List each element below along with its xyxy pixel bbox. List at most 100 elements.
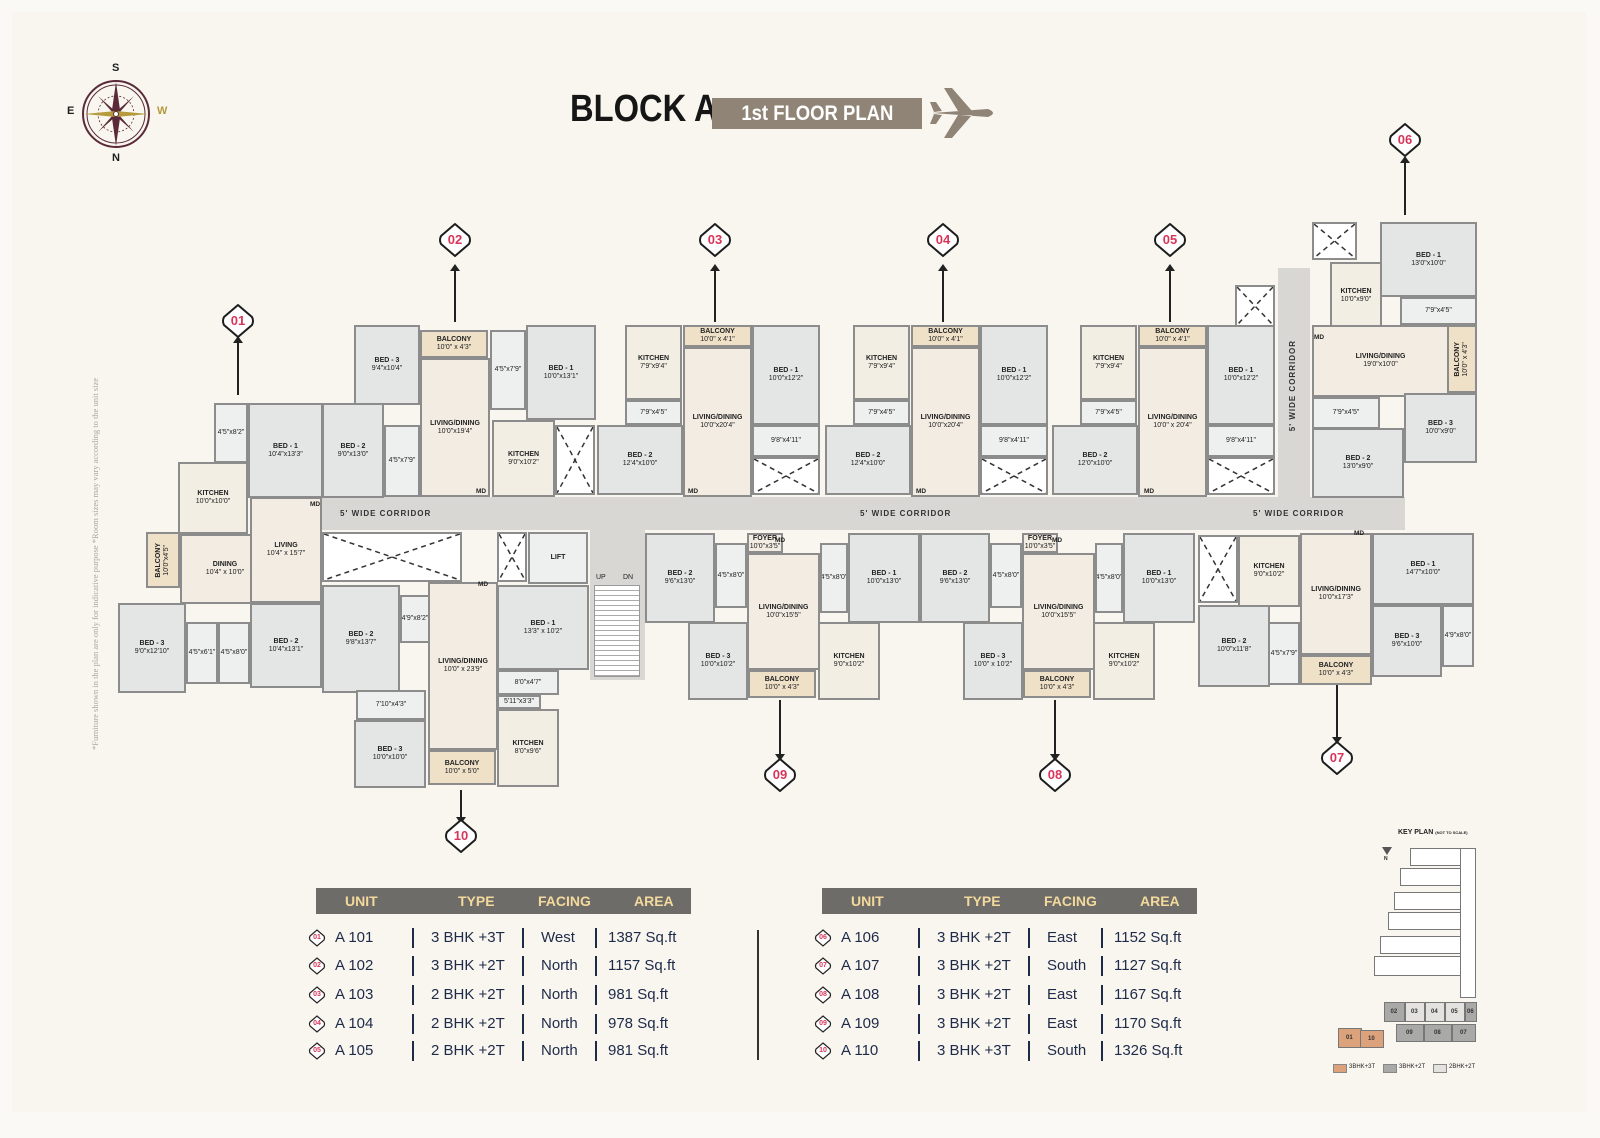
room-dimensions: 7'10"x4'3" (375, 701, 407, 708)
room-name: BED - 3 (980, 653, 1006, 660)
room-name: LIVING/DINING (692, 414, 743, 421)
column-separator (595, 928, 597, 948)
unit-marker-01[interactable]: 01 (220, 303, 256, 339)
room-dimensions: 10'0" x 4'1" (700, 336, 735, 343)
room-name: LIVING/DINING (1033, 603, 1084, 611)
stair-up-label: UP (596, 574, 606, 581)
cell-facing: East (1047, 986, 1078, 1003)
room-dimensions: 10'0"x13'1" (543, 372, 579, 380)
unit-marker-04[interactable]: 04 (925, 222, 961, 258)
unit-marker-06[interactable]: 06 (1387, 122, 1423, 158)
cell-type: 3 BHK +3T (431, 929, 505, 946)
compass-icon (66, 62, 166, 166)
unit-number: 10 (819, 1047, 827, 1054)
room-dimensions: 10'4" x 15'7" (266, 550, 306, 557)
room-dimensions: 10'0" x 5'0" (444, 767, 480, 775)
cell-unit: A 105 (335, 1042, 374, 1059)
room-dimensions: 10'0"x9'0" (1340, 296, 1372, 303)
unit-marker-08[interactable]: 08 (1037, 757, 1073, 793)
room-name: BED - 2 (1221, 638, 1247, 645)
room-name: FOYER (1027, 535, 1053, 542)
key-plan-unit-label: 03 (1411, 1009, 1418, 1015)
header-area: AREA (634, 893, 674, 909)
room-dimensions: 4'5"x7'9" (388, 457, 416, 464)
unit-marker-09[interactable]: 09 (762, 757, 798, 793)
room-dimensions: 9'8"x4'11" (998, 437, 1030, 444)
open-shaft (752, 457, 820, 495)
unit-marker-02[interactable]: 02 (437, 222, 473, 258)
room-dimensions: 10'0"x13'0" (1141, 578, 1177, 585)
room: 9'8"x4'11" (1207, 425, 1275, 457)
open-shaft (1312, 222, 1357, 260)
room-text: 4'5"x8'0" (822, 574, 846, 582)
room-text: 7'9"x4'5" (868, 409, 895, 417)
north-arrow-icon (1382, 847, 1392, 855)
cell-facing: South (1047, 1042, 1087, 1059)
room-dimensions: 4'5"x7'9" (1270, 649, 1298, 657)
main-door-label: MD (775, 537, 786, 544)
cell-area: 1387 Sq.ft (608, 929, 677, 946)
room-name: BED - 1 (1146, 570, 1172, 577)
room: 7'9"x4'5" (1400, 297, 1477, 325)
room-name: LIVING/DINING (438, 658, 488, 665)
main-door-label: MD (310, 501, 321, 508)
unit-number-badge: 06 (814, 929, 832, 947)
room-text: 7'9"x4'5" (1095, 409, 1122, 417)
room-dimensions: 13'0"x9'0" (1342, 463, 1374, 470)
unit-marker-03[interactable]: 03 (697, 222, 733, 258)
room-text: 4'5"x6'1" (189, 649, 216, 657)
column-separator (412, 1041, 414, 1061)
main-door-label: MD (1052, 537, 1063, 544)
room: 4'5"x7'9" (1268, 622, 1300, 685)
unit-arrow-06 (1400, 156, 1410, 215)
room: 4'5"x7'9" (384, 425, 420, 497)
column-separator (522, 985, 524, 1005)
unit-arrow-07 (1332, 685, 1342, 744)
arrow-head-icon (710, 264, 720, 271)
room-name: BED - 3 (374, 357, 400, 364)
room-name: LIVING/DINING (920, 414, 971, 421)
column-separator (1101, 1041, 1103, 1061)
room-name: KITCHEN (197, 490, 229, 497)
floor-badge-label: 1st FLOOR PLAN (741, 102, 893, 125)
unit-marker-05[interactable]: 05 (1152, 222, 1188, 258)
room-name: BED - 1 (548, 364, 574, 372)
room-text: 4'5"x7'9" (1271, 650, 1298, 658)
main-door-label: MD (478, 581, 489, 588)
room-name: KITCHEN (1340, 288, 1372, 295)
key-plan-block (1380, 936, 1470, 954)
open-shaft (497, 532, 527, 582)
unit-marker-10[interactable]: 10 (443, 818, 479, 854)
unit-marker-07[interactable]: 07 (1319, 740, 1355, 776)
room-name: BALCONY (1039, 676, 1075, 683)
unit-marker-number: 02 (447, 232, 463, 247)
column-separator (1028, 985, 1030, 1005)
